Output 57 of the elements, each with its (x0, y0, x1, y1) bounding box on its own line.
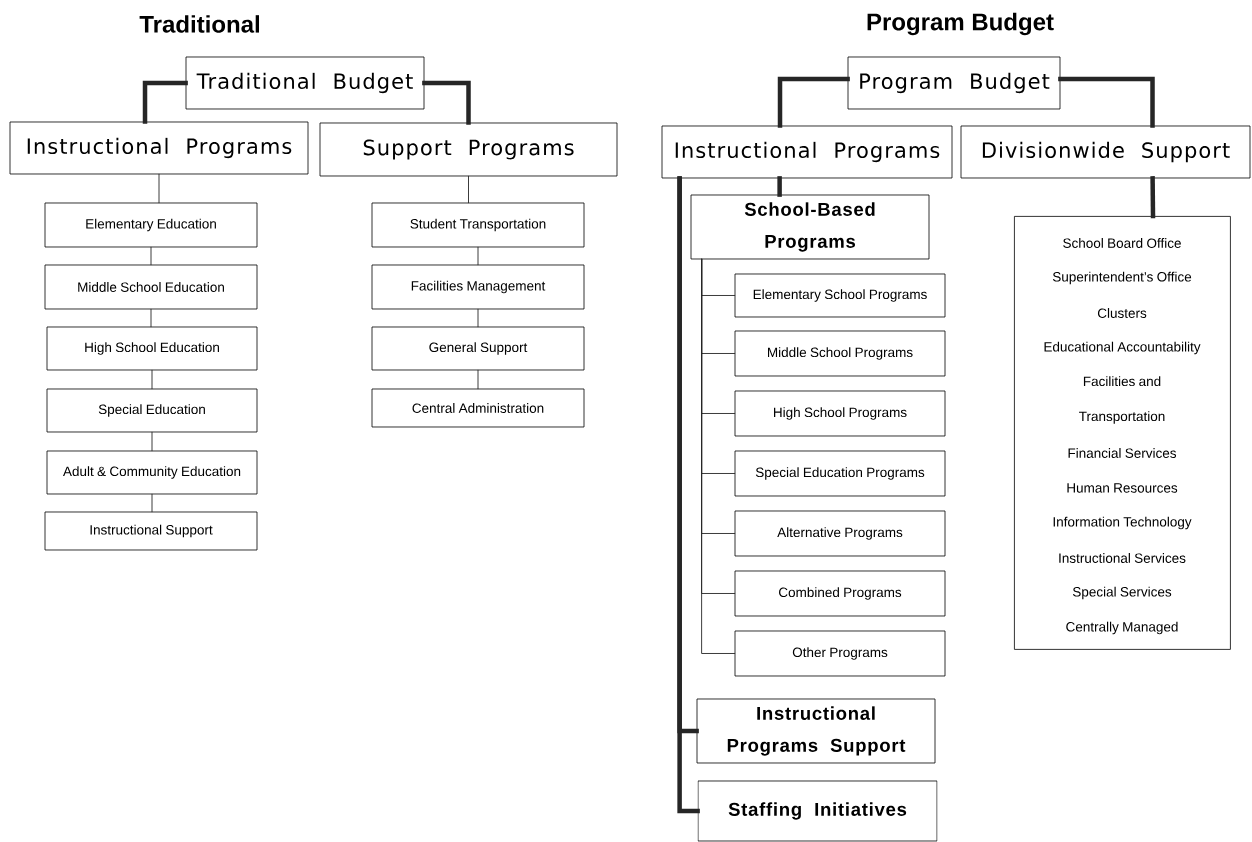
node-label: Instructional Services (1059, 553, 1186, 563)
connector-line (150, 308, 152, 328)
connector-line (477, 308, 479, 328)
program-box: Special Education Programs (734, 450, 946, 497)
connector-line (158, 173, 160, 204)
program-box: Elementary School Programs (734, 273, 946, 318)
budget-box: Instructional Programs (9, 121, 309, 175)
program-box: Alternative Programs (734, 510, 946, 557)
node-label: Superintendent’s Office (1052, 271, 1192, 285)
program-box: High School Education (46, 326, 258, 371)
budget-box: Traditional Budget (185, 56, 425, 110)
program-group-box: Instructional Programs Support (696, 698, 936, 764)
connector-line (701, 258, 736, 654)
program-box: Middle School Education (44, 264, 258, 310)
connector-line (1058, 76, 1155, 128)
budget-box: Instructional Programs (661, 125, 953, 179)
connector-line (468, 175, 469, 204)
node-label: Clusters (1097, 308, 1147, 318)
program-box: Facilities Management (371, 264, 585, 310)
connector-line (677, 176, 700, 814)
connector-line (777, 176, 782, 197)
node-label: Facilities and Transportation (1079, 376, 1165, 424)
program-group-box: School-Based Programs (690, 194, 930, 260)
budget-box: Support Programs (319, 122, 618, 177)
connector-line (422, 80, 471, 125)
program-box: Middle School Programs (734, 330, 946, 377)
node-label: Human Resources (1067, 483, 1178, 493)
program-box: Student Transportation (371, 202, 585, 248)
connector-line (142, 80, 188, 124)
connector-line (151, 369, 153, 390)
program-box: Elementary Education (44, 202, 258, 248)
connector-line (477, 246, 479, 266)
program-box: Combined Programs (734, 570, 946, 617)
budget-box: Divisionwide Support (960, 125, 1251, 179)
node-label: Educational Accountability (1044, 341, 1201, 355)
node-label: Information Technology (1053, 516, 1192, 530)
node-label: Financial Services (1068, 448, 1177, 458)
connector-line (477, 369, 479, 390)
section-heading: Traditional (139, 15, 259, 33)
connector-line (151, 431, 153, 452)
connector-line (1150, 176, 1156, 219)
program-box: Other Programs (734, 630, 946, 677)
node-label: Centrally Managed (1066, 621, 1178, 635)
program-box: High School Programs (734, 390, 946, 437)
connector-line (150, 246, 152, 266)
budget-box: Program Budget (847, 56, 1061, 110)
program-box: General Support (371, 326, 585, 371)
program-box: Adult & Community Education (46, 450, 258, 495)
program-box: Central Administration (371, 388, 585, 428)
node-label: Special Services (1072, 586, 1172, 600)
office-list-box (1014, 216, 1231, 650)
program-group-box: Staffing Initiatives (697, 780, 938, 842)
node-label: School Board Office (1063, 238, 1181, 248)
program-box: Instructional Support (44, 511, 258, 551)
connector-line (151, 493, 153, 513)
program-box: Special Education (46, 388, 258, 433)
connector-line (777, 76, 850, 128)
